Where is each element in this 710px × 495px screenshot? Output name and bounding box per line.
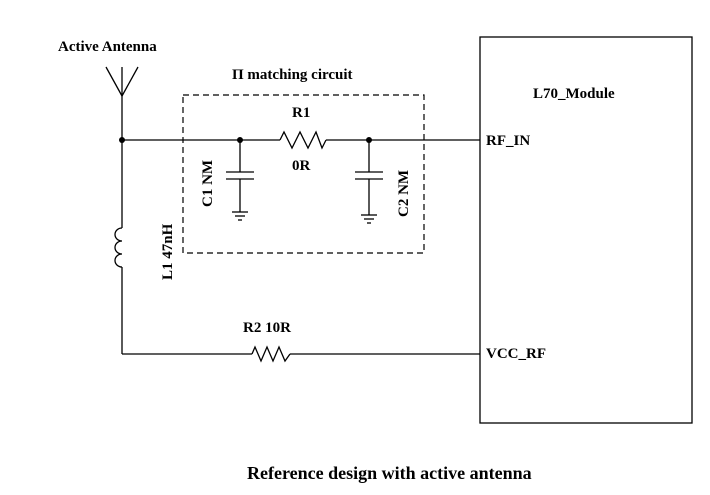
l70-module-box [479, 36, 693, 424]
r1-label: R1 [292, 105, 310, 121]
pin-vcc-rf-label: VCC_RF [486, 346, 546, 362]
l1-inductor [114, 140, 123, 354]
c1-capacitor [226, 140, 254, 212]
ground-symbol [361, 214, 377, 224]
antenna-symbol [105, 66, 139, 140]
ground-symbol [232, 211, 248, 221]
r1-resistor [279, 130, 327, 150]
pi-matching-box [182, 94, 425, 254]
l1-label: L1 47nH [160, 223, 176, 280]
r2-label: R2 10R [243, 320, 291, 336]
pin-rf-in-label: RF_IN [486, 133, 530, 149]
r1-value-label: 0R [292, 158, 311, 174]
c2-capacitor [355, 140, 383, 215]
antenna-label: Active Antenna [58, 39, 157, 55]
pi-matching-title: Π matching circuit [232, 67, 353, 83]
module-label: L70_Module [533, 86, 615, 102]
figure-caption: Reference design with active antenna [247, 463, 532, 483]
r2-resistor [251, 345, 291, 363]
c1-label: C1 NM [200, 160, 216, 207]
c2-label: C2 NM [396, 170, 412, 217]
